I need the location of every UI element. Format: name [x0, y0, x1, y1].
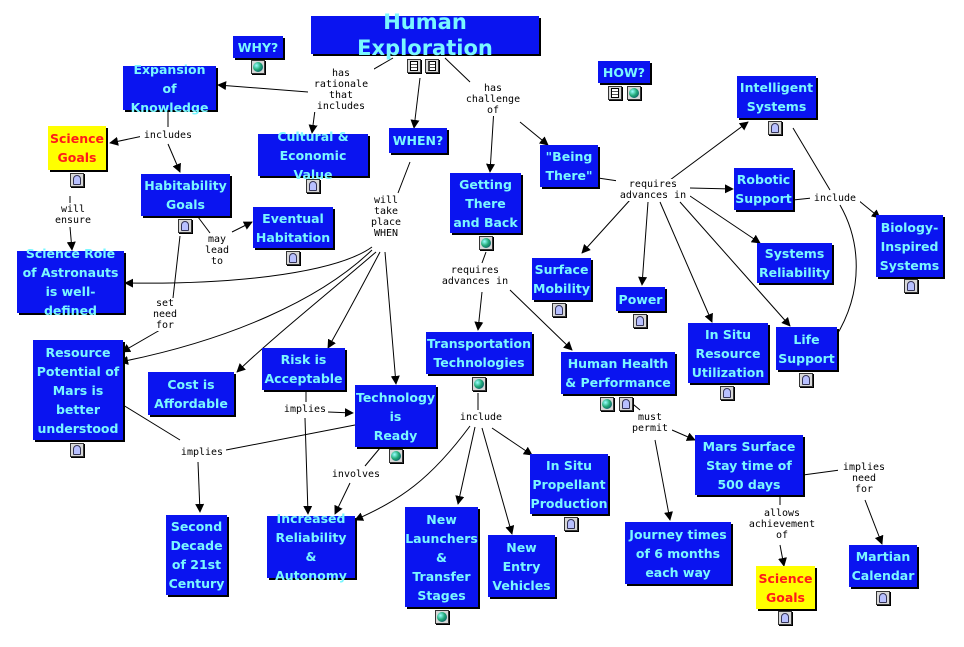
concept-map-icon[interactable] [564, 517, 578, 531]
concept-map-icon[interactable] [633, 314, 647, 328]
node-when[interactable]: WHEN? [389, 128, 447, 153]
node-eventual-habitation[interactable]: Eventual Habitation [253, 207, 333, 248]
node-why[interactable]: WHY? [233, 36, 283, 58]
globe-icon[interactable] [472, 377, 486, 391]
node-journey-times[interactable]: Journey times of 6 months each way [625, 522, 731, 584]
node-intelligent-systems[interactable]: Intelligent Systems [737, 76, 816, 118]
node-new-entry-vehicles[interactable]: New Entry Vehicles [488, 535, 555, 597]
node-how[interactable]: HOW? [598, 61, 650, 83]
concept-map-icon[interactable] [552, 303, 566, 317]
node-surface-mobility[interactable]: Surface Mobility [532, 258, 591, 300]
globe-icon[interactable] [251, 60, 265, 74]
node-science-goals[interactable]: Science Goals [48, 126, 106, 170]
concept-map-icon[interactable] [70, 443, 84, 457]
concept-map-icon[interactable] [799, 373, 813, 387]
node-getting-there-and-back[interactable]: Getting There and Back [450, 173, 521, 233]
label-includes: includes [140, 130, 196, 141]
globe-icon[interactable] [435, 610, 449, 624]
label-include-2: include [458, 412, 504, 423]
node-second-decade-21st-century[interactable]: Second Decade of 21st Century [166, 515, 227, 595]
node-science-goals-2[interactable]: Science Goals [756, 566, 815, 609]
label-requires-advances-2: requires advances in [438, 265, 512, 287]
node-systems-reliability[interactable]: Systems Reliability [757, 243, 832, 283]
label-will-ensure: will ensure [48, 204, 98, 226]
node-cultural-economic-value[interactable]: Cultural & Economic Value [258, 129, 368, 182]
node-risk-is-acceptable[interactable]: Risk is Acceptable [262, 348, 345, 390]
node-being-there[interactable]: "Being There" [540, 145, 598, 187]
concept-map-icon[interactable] [70, 173, 84, 187]
globe-icon[interactable] [389, 449, 403, 463]
concept-map-icon[interactable] [876, 591, 890, 605]
node-transportation-technologies[interactable]: Transportation Technologies [426, 332, 532, 374]
node-habitability-goals[interactable]: Habitability Goals [141, 174, 230, 216]
node-power[interactable]: Power [616, 287, 665, 311]
globe-icon[interactable] [600, 397, 614, 411]
label-may-lead-to: may lead to [200, 234, 234, 267]
node-biology-inspired-systems[interactable]: Biology- Inspired Systems [876, 215, 943, 277]
label-will-take-place-when: will take place WHEN [364, 195, 408, 239]
globe-icon[interactable] [627, 86, 641, 100]
label-set-need-for: set need for [146, 298, 184, 331]
film-icon[interactable] [425, 59, 439, 73]
node-in-situ-resource-utilization[interactable]: In Situ Resource Utilization [688, 323, 768, 383]
node-cost-is-affordable[interactable]: Cost is Affordable [148, 372, 234, 415]
node-martian-calendar[interactable]: Martian Calendar [849, 545, 917, 587]
node-increased-reliability-autonomy[interactable]: Increased Reliability & Autonomy [267, 511, 355, 583]
node-expansion-of-knowledge[interactable]: Expansion of Knowledge [123, 62, 216, 115]
node-human-health-performance[interactable]: Human Health & Performance [561, 352, 675, 394]
label-implies-2: implies [282, 404, 328, 415]
document-icon[interactable] [608, 86, 622, 100]
node-mars-surface-stay-time[interactable]: Mars Surface Stay time of 500 days [695, 435, 803, 495]
node-science-role-of-astronauts[interactable]: Science Role of Astronauts is well-defin… [17, 246, 124, 318]
label-has-challenge: has challenge of [460, 83, 526, 116]
concept-map-icon[interactable] [768, 121, 782, 135]
node-robotic-support[interactable]: Robotic Support [734, 168, 793, 210]
label-implies-1: implies [178, 447, 226, 458]
document-icon[interactable] [407, 59, 421, 73]
node-human-exploration[interactable]: Human Exploration [311, 10, 539, 60]
label-must-permit: must permit [628, 412, 672, 434]
concept-map-icon[interactable] [904, 279, 918, 293]
concept-map-icon[interactable] [306, 179, 320, 193]
label-implies-need-for: implies need for [838, 462, 890, 495]
concept-map-icon[interactable] [720, 386, 734, 400]
node-in-situ-propellant-production[interactable]: In Situ Propellant Production [530, 454, 608, 514]
node-life-support[interactable]: Life Support [776, 327, 837, 370]
node-new-launchers-transfer-stages[interactable]: New Launchers & Transfer Stages [405, 507, 478, 607]
label-include-1: include [810, 193, 860, 204]
node-resource-potential-of-mars[interactable]: Resource Potential of Mars is better und… [33, 340, 123, 440]
concept-map-icon[interactable] [178, 219, 192, 233]
concept-map-icon[interactable] [778, 611, 792, 625]
label-allows-achievement-of: allows achievement of [745, 508, 819, 541]
label-involves: involves [330, 469, 382, 480]
node-technology-is-ready[interactable]: Technology is Ready [355, 385, 436, 447]
label-has-rationale: has rationale that includes [308, 68, 374, 112]
concept-map-icon[interactable] [286, 251, 300, 265]
concept-map-icon[interactable] [619, 397, 633, 411]
label-requires-advances-1: requires advances in [616, 179, 690, 201]
globe-icon[interactable] [479, 236, 493, 250]
